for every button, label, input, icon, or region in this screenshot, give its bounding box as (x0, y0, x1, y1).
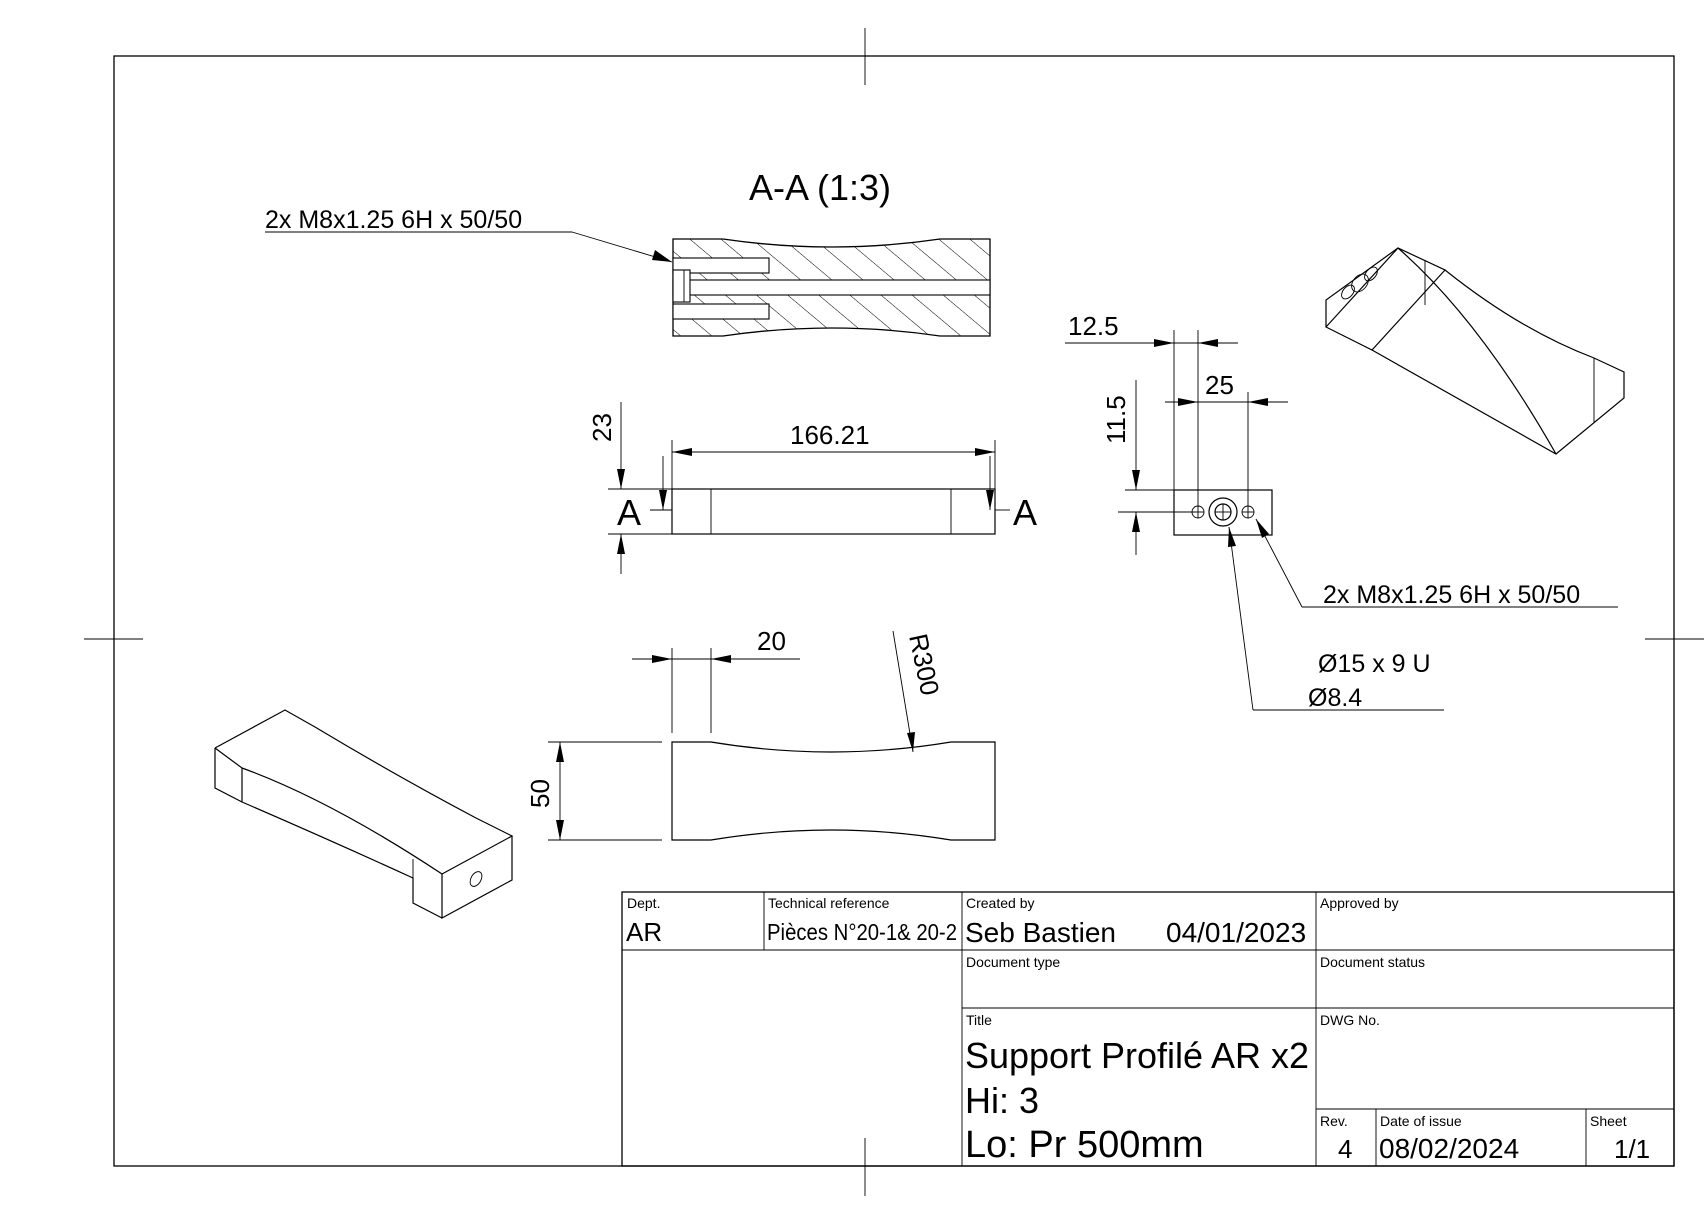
section-label: A-A (1:3) (749, 167, 891, 208)
section-mark-left: A (617, 492, 641, 533)
title-line-3: Lo: Pr 500mm (965, 1124, 1204, 1166)
top-view: 20 R300 50 (525, 626, 996, 841)
sheet-value: 1/1 (1614, 1134, 1650, 1164)
dim-width: 50 (525, 779, 555, 808)
title-line-1: Support Profilé AR x2 (965, 1035, 1309, 1076)
dept-label: Dept. (627, 895, 660, 911)
techref-value: Pièces N°20-1& 20-2 (767, 919, 957, 945)
sheet-label: Sheet (1590, 1113, 1627, 1129)
dim-11-5: 11.5 (1101, 395, 1131, 444)
created-value: Seb Bastien (965, 917, 1116, 948)
iso-view-bottom-left (214, 709, 514, 920)
dim-height: 23 (587, 413, 617, 442)
rev-value: 4 (1338, 1134, 1352, 1164)
dim-radius: R300 (903, 631, 945, 698)
title-block: Dept. AR Technical reference Pièces N°20… (621, 891, 1675, 1167)
created-date: 04/01/2023 (1166, 917, 1306, 948)
side-view: 166.21 A A 23 (587, 402, 1037, 574)
sheet-border (84, 28, 1704, 1196)
dim-20: 20 (757, 626, 786, 656)
counterbore-callout: Ø15 x 9 U (1318, 650, 1431, 678)
dim-12-5: 12.5 (1068, 311, 1119, 341)
dim-length: 166.21 (790, 420, 870, 450)
techref-label: Technical reference (768, 895, 890, 911)
end-thread-callout: 2x M8x1.25 6H x 50/50 (1323, 581, 1580, 609)
iso-view-top-right (1325, 247, 1625, 455)
title-line-2: Hi: 3 (965, 1080, 1039, 1121)
section-thread-callout: 2x M8x1.25 6H x 50/50 (265, 206, 522, 234)
hole-callout: Ø8.4 (1308, 684, 1362, 712)
issue-label: Date of issue (1380, 1113, 1462, 1129)
dept-value: AR (626, 917, 662, 947)
issue-value: 08/02/2024 (1379, 1133, 1519, 1164)
rev-label: Rev. (1320, 1113, 1348, 1129)
title-label: Title (966, 1012, 992, 1028)
section-view-a-a: A-A (1:3) 2x M8x1.25 6H x 50/50 (265, 167, 991, 337)
doctype-label: Document type (966, 954, 1060, 970)
section-mark-right: A (1013, 492, 1037, 533)
dwg-label: DWG No. (1320, 1012, 1380, 1028)
docstatus-label: Document status (1320, 954, 1425, 970)
dim-25: 25 (1205, 370, 1234, 400)
approved-label: Approved by (1320, 895, 1399, 911)
created-label: Created by (966, 895, 1034, 911)
end-view: 12.5 25 11.5 2x M8x1.25 6H x 50/50 Ø15 x… (1065, 311, 1618, 712)
